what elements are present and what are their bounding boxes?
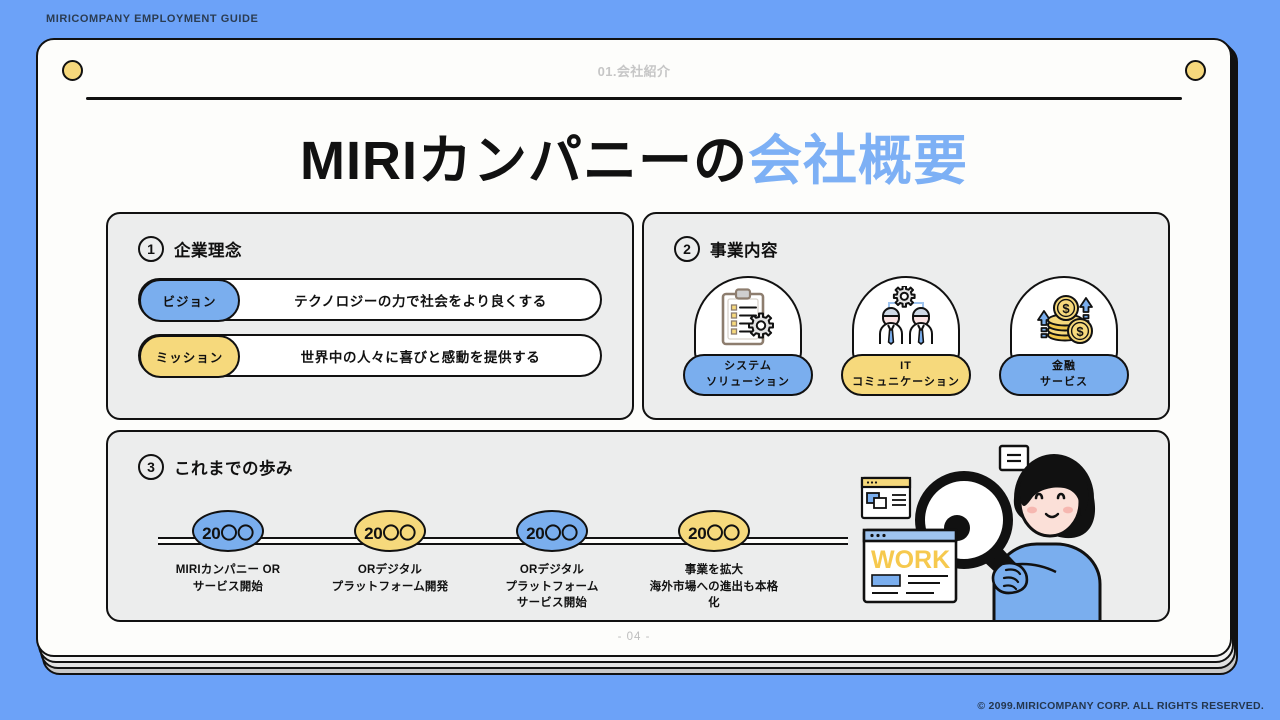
finance-label-line1: 金融: [1052, 360, 1076, 373]
clipboard-gear-icon: [721, 288, 774, 346]
philosophy-rows: ビジョン テクノロジーの力で社会をより良くする ミッション 世界中の人々に喜びと…: [108, 262, 632, 378]
it-label: IT コミュニケーション: [841, 354, 971, 396]
business-items: システム ソリューション: [644, 262, 1168, 396]
card-corporate-philosophy: 1 企業理念 ビジョン テクノロジーの力で社会をより良くする ミッション 世界中…: [106, 212, 634, 420]
system-icon-bubble: [694, 276, 802, 366]
system-label-line2: ソリューション: [706, 376, 790, 388]
deck-label: MIRICOMPANY EMPLOYMENT GUIDE: [46, 13, 259, 25]
card-business-content: 2 事業内容: [642, 212, 1170, 420]
decorative-dot-left: [62, 60, 83, 81]
history-header: 3 これまでの歩み: [108, 432, 1168, 480]
page-title-highlight: 会社概要: [748, 131, 968, 191]
philosophy-number-badge: 1: [138, 236, 164, 262]
svg-text:$: $: [1062, 301, 1070, 316]
it-label-line1: IT: [900, 360, 912, 373]
document-badge-icon: [998, 444, 1030, 472]
woman-figure: [992, 454, 1102, 620]
milestone-4-caption: 事業を拡大海外市場への進出も本格化: [649, 564, 779, 610]
coins-growth-icon: $ $: [1037, 295, 1093, 344]
woman-with-magnifier-illustration: WORK: [860, 444, 1102, 620]
people-gear-icon: [879, 286, 933, 346]
timeline-milestone-2: 20〇〇 ORデジタルプラットフォーム開発: [310, 510, 470, 595]
mission-pill: ミッション: [139, 335, 240, 378]
philosophy-row-mission: ミッション 世界中の人々に喜びと感動を提供する: [138, 334, 602, 378]
vision-pill: ビジョン: [139, 279, 240, 322]
system-label: システム ソリューション: [683, 354, 813, 396]
milestone-2-caption: ORデジタルプラットフォーム開発: [331, 564, 449, 593]
svg-text:$: $: [1076, 324, 1084, 339]
history-title: これまでの歩み: [174, 460, 293, 478]
page-number: - 04 -: [617, 631, 651, 643]
business-number-badge: 2: [674, 236, 700, 262]
business-header: 2 事業内容: [644, 214, 1168, 262]
mission-text: 世界中の人々に喜びと感動を提供する: [300, 349, 541, 365]
milestone-2-year: 20〇〇: [354, 510, 426, 552]
timeline-milestone-3: 20〇〇 ORデジタルプラットフォームサービス開始: [472, 510, 632, 612]
business-item-it: IT コミュニケーション: [841, 276, 971, 396]
history-illustration: WORK: [854, 440, 1154, 620]
slide-canvas: 01.会社紹介 MIRIカンパニーの会社概要 1 企業理念 ビジョン テクノロジ…: [36, 38, 1232, 657]
business-title: 事業内容: [710, 242, 778, 260]
finance-label-line2: サービス: [1040, 376, 1088, 388]
hand-icon: [991, 561, 1029, 595]
system-label-line1: システム: [724, 360, 772, 373]
milestone-3-caption: ORデジタルプラットフォームサービス開始: [505, 564, 599, 610]
work-text: WORK: [871, 546, 950, 574]
history-number-badge: 3: [138, 454, 164, 480]
it-label-line2: コミュニケーション: [852, 376, 960, 388]
header-divider: [86, 97, 1182, 100]
section-tag: 01.会社紹介: [597, 64, 671, 79]
page-title: MIRIカンパニーの会社概要: [38, 116, 1230, 195]
finance-label: 金融 サービス: [999, 354, 1129, 396]
milestone-4-year: 20〇〇: [678, 510, 750, 552]
business-item-finance: $ $ 金融 サービス: [999, 276, 1129, 396]
copyright-notice: © 2099.MIRICOMPANY CORP. ALL RIGHTS RESE…: [977, 700, 1264, 712]
finance-icon-bubble: $ $: [1010, 276, 1118, 366]
timeline-track: [158, 537, 848, 545]
milestone-1-year: 20〇〇: [192, 510, 264, 552]
work-browser-window: WORK: [862, 528, 958, 604]
page-title-main: MIRIカンパニーの: [300, 131, 748, 191]
philosophy-header: 1 企業理念: [108, 214, 632, 262]
business-item-system: システム ソリューション: [683, 276, 813, 396]
philosophy-row-vision: ビジョン テクノロジーの力で社会をより良くする: [138, 278, 602, 322]
decorative-dot-right: [1185, 60, 1206, 81]
vision-text: テクノロジーの力で社会をより良くする: [294, 293, 547, 309]
small-browser-window-icon: [860, 476, 912, 520]
timeline-milestone-4: 20〇〇 事業を拡大海外市場への進出も本格化: [634, 510, 794, 612]
philosophy-title: 企業理念: [174, 242, 242, 260]
milestone-3-year: 20〇〇: [516, 510, 588, 552]
it-icon-bubble: [852, 276, 960, 366]
